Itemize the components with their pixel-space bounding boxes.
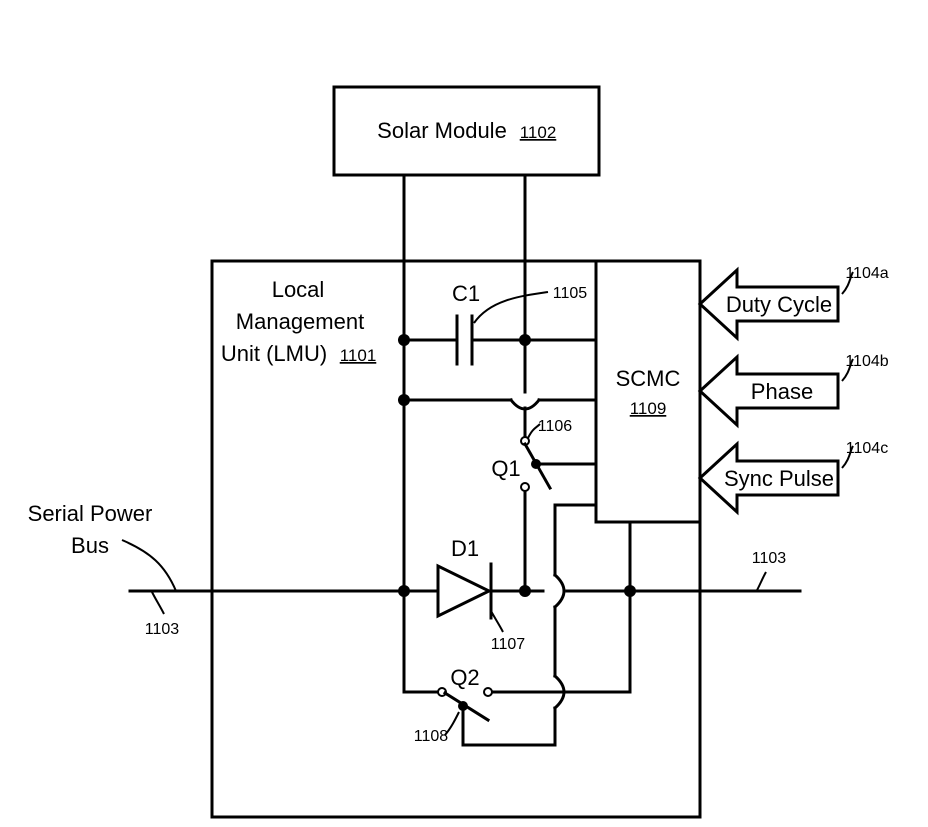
diode-label: D1 bbox=[451, 536, 479, 561]
capacitor-label: C1 bbox=[452, 281, 480, 306]
input-duty-cycle-label: Duty Cycle bbox=[726, 292, 832, 317]
bus-ref-right: 1103 bbox=[752, 550, 787, 567]
switch-q1: Q1 1106 bbox=[491, 418, 572, 491]
input-duty-cycle: Duty Cycle 1104a bbox=[700, 265, 889, 338]
scmc-block: SCMC 1109 bbox=[596, 261, 700, 522]
lmu-label-line3: Unit (LMU) bbox=[221, 341, 327, 366]
diode-d1: D1 1107 bbox=[438, 536, 525, 653]
bus-label-line1: Serial Power bbox=[28, 501, 153, 526]
input-phase-label: Phase bbox=[751, 379, 813, 404]
input-sync-pulse-ref: 1104c bbox=[846, 440, 888, 457]
input-phase-ref: 1104b bbox=[845, 353, 888, 370]
lmu-label-line1: Local bbox=[272, 277, 325, 302]
q1-ref: 1106 bbox=[538, 418, 573, 435]
input-sync-pulse: Sync Pulse 1104c bbox=[700, 440, 888, 512]
q1-label: Q1 bbox=[491, 456, 520, 481]
capacitor-c1: C1 1105 bbox=[452, 281, 587, 364]
switch-q2: Q2 1108 bbox=[414, 665, 492, 745]
input-phase: Phase 1104b bbox=[700, 353, 889, 425]
q2-ref: 1108 bbox=[414, 728, 449, 745]
input-duty-cycle-ref: 1104a bbox=[845, 265, 888, 282]
solar-module-label: Solar Module bbox=[377, 118, 507, 143]
input-sync-pulse-label: Sync Pulse bbox=[724, 466, 834, 491]
scmc-ref: 1109 bbox=[630, 399, 667, 418]
bus-ref-left: 1103 bbox=[145, 621, 180, 638]
bus-label-line2: Bus bbox=[71, 533, 109, 558]
lmu-label-line2: Management bbox=[236, 309, 364, 334]
solar-module: Solar Module 1102 bbox=[334, 87, 599, 175]
lmu-ref: 1101 bbox=[340, 346, 377, 365]
q2-label: Q2 bbox=[450, 665, 479, 690]
solar-module-ref: 1102 bbox=[520, 123, 557, 142]
diode-ref: 1107 bbox=[491, 636, 526, 653]
capacitor-ref: 1105 bbox=[553, 285, 588, 302]
scmc-label: SCMC bbox=[616, 366, 681, 391]
